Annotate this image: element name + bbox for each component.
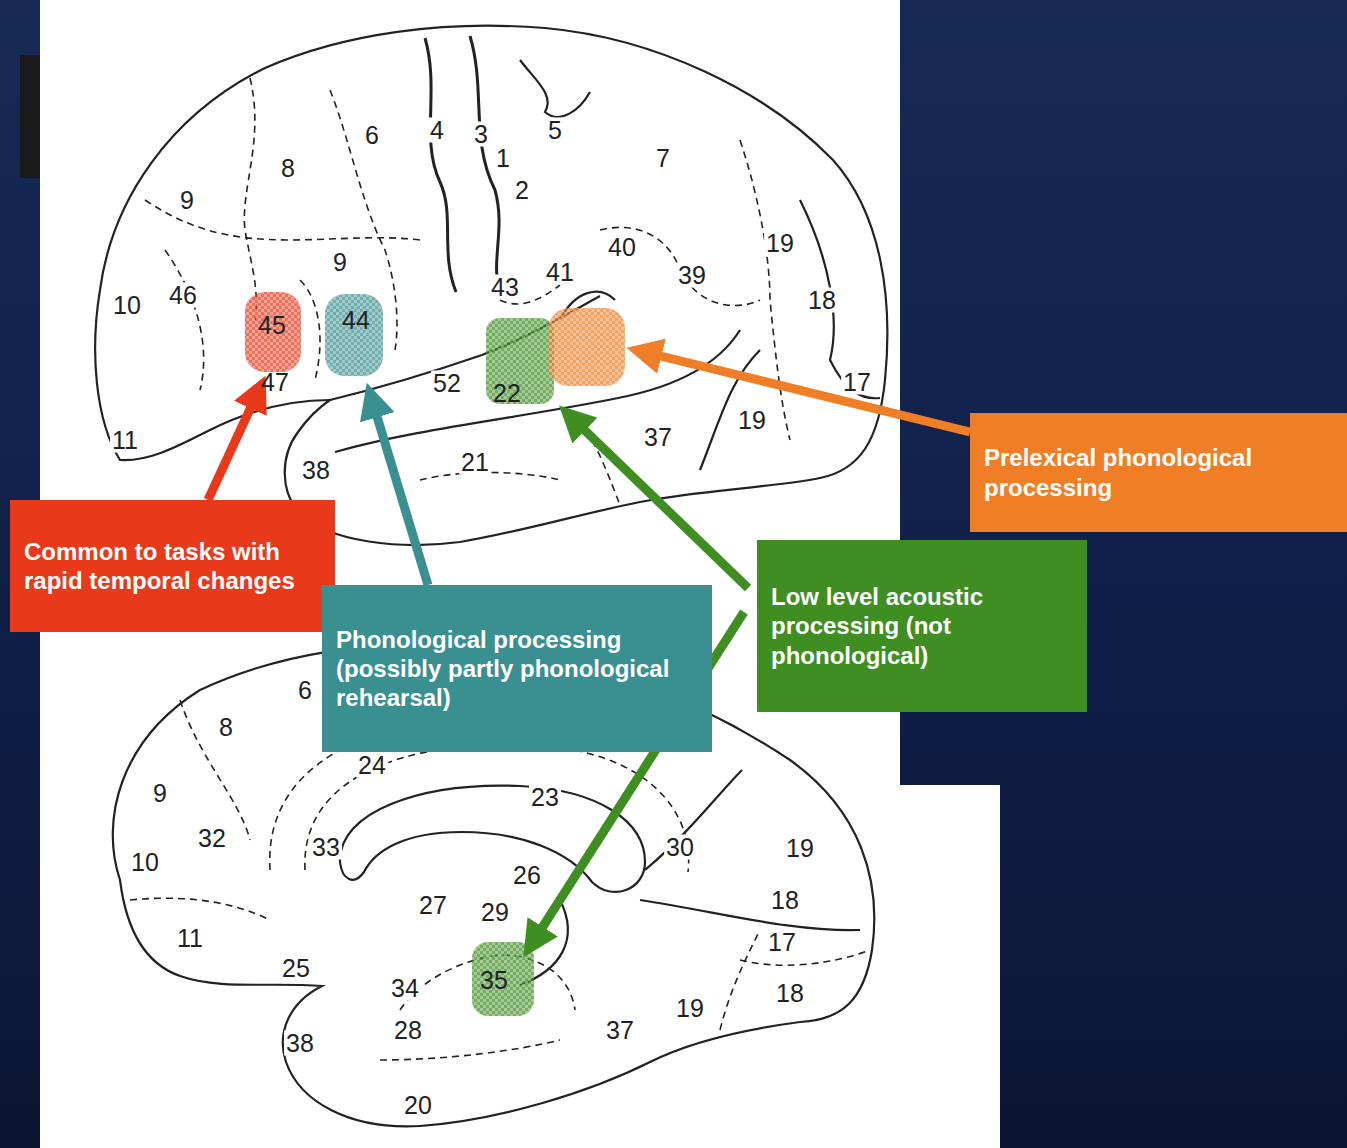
area-number: 7 (654, 146, 672, 171)
area-number: 46 (167, 283, 199, 308)
area-number: 22 (491, 381, 523, 406)
area-number: 11 (110, 428, 140, 453)
green-patch (472, 942, 534, 1016)
orange-patch (549, 308, 625, 386)
area-number: 1 (494, 146, 512, 171)
area-number: 41 (544, 260, 576, 285)
red-arrow (208, 392, 258, 500)
red-patch (245, 292, 301, 372)
area-number: 19 (764, 231, 796, 256)
area-number: 23 (529, 785, 561, 810)
area-number: 10 (129, 850, 161, 875)
area-number: 8 (217, 715, 235, 740)
area-number: 21 (459, 450, 491, 475)
area-number: 8 (279, 156, 297, 181)
teal-patch (325, 294, 383, 376)
area-number: 20 (402, 1093, 434, 1118)
area-number: 34 (389, 976, 421, 1001)
area-number: 9 (178, 188, 196, 213)
area-number: 38 (300, 458, 332, 483)
area-number: 6 (363, 123, 381, 148)
area-number: 19 (736, 408, 768, 433)
area-boundary (130, 700, 870, 1060)
orange-patch (549, 308, 625, 386)
area-boundary (145, 78, 790, 505)
teal-arrow (372, 400, 428, 585)
area-number: 19 (784, 836, 816, 861)
area-number: 38 (284, 1031, 316, 1056)
area-number: 40 (606, 235, 638, 260)
area-number: 18 (774, 981, 806, 1006)
lateral-view (95, 26, 887, 545)
area-number: 6 (296, 678, 314, 703)
green-arrow (572, 418, 748, 588)
area-number: 10 (111, 293, 143, 318)
area-number: 24 (356, 753, 388, 778)
area-number: 18 (769, 888, 801, 913)
area-number: 11 (175, 926, 205, 951)
area-number: 4 (428, 118, 446, 143)
callout-text: Low level acoustic processing (not phono… (771, 582, 1073, 670)
area-number: 28 (392, 1018, 424, 1043)
red-patch (245, 292, 301, 372)
callout-box: Common to tasks with rapid temporal chan… (10, 500, 335, 632)
area-number: 17 (766, 930, 798, 955)
area-number: 44 (340, 308, 372, 333)
area-number: 3 (472, 122, 490, 147)
area-number: 9 (331, 250, 349, 275)
area-number: 52 (431, 371, 463, 396)
area-number: 37 (642, 425, 674, 450)
area-number: 18 (806, 288, 838, 313)
area-number: 35 (478, 968, 510, 993)
callout-box: Low level acoustic processing (not phono… (757, 540, 1087, 712)
area-number: 33 (310, 835, 342, 860)
area-number: 17 (841, 370, 873, 395)
area-number: 9 (151, 781, 169, 806)
area-number: 2 (513, 178, 531, 203)
callout-box: Prelexical phonological processing (970, 413, 1347, 532)
area-number: 47 (259, 370, 291, 395)
area-number: 29 (479, 900, 511, 925)
area-number: 37 (604, 1018, 636, 1043)
area-number: 43 (489, 275, 521, 300)
area-number: 32 (196, 826, 228, 851)
green-patch (472, 942, 534, 1016)
callout-text: Common to tasks with rapid temporal chan… (24, 537, 321, 596)
area-number: 39 (676, 263, 708, 288)
callout-box: Phonological processing (possibly partly… (322, 585, 712, 752)
callout-text: Phonological processing (possibly partly… (336, 625, 698, 713)
teal-patch (325, 294, 383, 376)
orange-arrow (644, 352, 970, 432)
area-number: 45 (256, 313, 288, 338)
area-number: 27 (417, 893, 449, 918)
area-number: 5 (546, 118, 564, 143)
white-panel (900, 785, 1000, 1148)
callout-text: Prelexical phonological processing (984, 443, 1333, 502)
area-number: 25 (280, 956, 312, 981)
area-number: 19 (674, 996, 706, 1021)
area-number: 26 (511, 863, 543, 888)
area-number: 30 (664, 835, 696, 860)
logo-fragment (20, 55, 40, 178)
